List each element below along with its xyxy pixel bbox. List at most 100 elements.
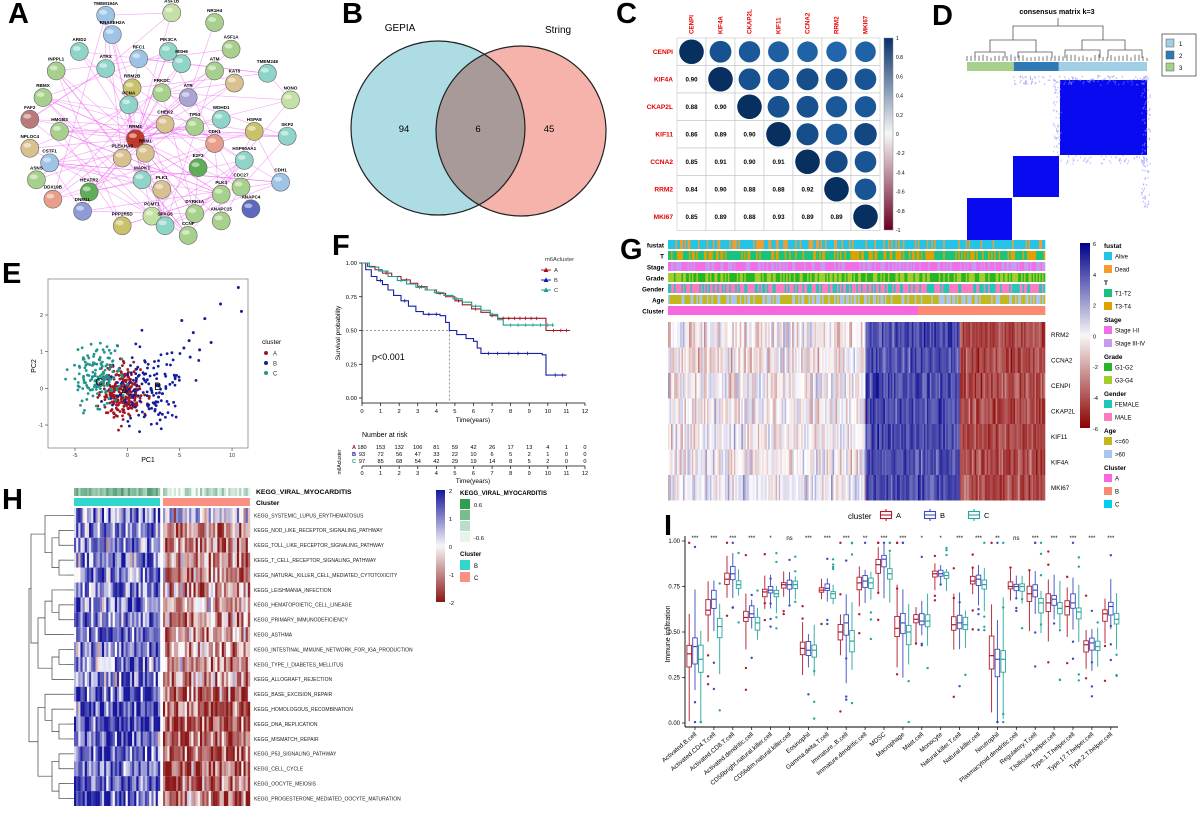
kegg-row	[74, 552, 251, 568]
svg-text:94: 94	[399, 124, 410, 135]
box-B	[692, 589, 698, 691]
annotation-track-Gender	[668, 284, 1046, 293]
box-A	[969, 567, 976, 595]
svg-text:CENPI: CENPI	[1051, 383, 1070, 390]
network-node: INPPL1	[46, 56, 66, 81]
kegg-row	[74, 612, 251, 628]
annotation-track-Age	[668, 295, 1046, 304]
box-C	[868, 571, 874, 600]
network-node: PLK3	[211, 180, 231, 204]
box-C	[754, 607, 761, 640]
svg-text:2: 2	[1179, 54, 1183, 60]
svg-text:2: 2	[398, 471, 401, 477]
network-node: TMEM248	[257, 59, 279, 83]
network-node: TP53	[185, 112, 205, 136]
svg-text:26: 26	[489, 445, 495, 451]
box-B	[1070, 577, 1076, 630]
panel-c-label: C	[616, 0, 637, 30]
svg-text:PCMT1: PCMT1	[144, 202, 160, 207]
kegg-row	[74, 731, 251, 747]
box-B	[730, 553, 736, 598]
svg-text:MKI67: MKI67	[654, 214, 674, 221]
svg-text:0.25: 0.25	[346, 362, 357, 368]
network-node: PRKDC	[152, 78, 172, 102]
svg-text:0.90: 0.90	[685, 76, 698, 83]
svg-text:47: 47	[415, 452, 421, 458]
kegg-row	[74, 716, 251, 732]
svg-text:KIF4A: KIF4A	[718, 16, 725, 34]
box-C	[1000, 597, 1006, 720]
svg-text:5: 5	[453, 409, 456, 415]
box-B	[956, 592, 963, 650]
box-C	[698, 630, 704, 722]
svg-text:TMEM248: TMEM248	[257, 59, 279, 64]
svg-text:A: A	[352, 445, 356, 451]
kegg-row	[74, 686, 251, 702]
svg-text:97: 97	[359, 459, 365, 465]
svg-text:0: 0	[40, 386, 43, 392]
svg-text:Grade: Grade	[646, 276, 665, 283]
svg-text:10: 10	[545, 471, 551, 477]
svg-text:0.90: 0.90	[743, 131, 756, 138]
box-B	[900, 589, 906, 678]
box-A	[1083, 630, 1089, 669]
network-node: HEATR2	[79, 177, 99, 202]
svg-text:4: 4	[435, 409, 439, 415]
box-A	[1026, 569, 1033, 632]
svg-text:33: 33	[433, 452, 439, 458]
svg-text:ATM: ATM	[210, 56, 220, 61]
svg-text:PLK1: PLK1	[156, 175, 168, 180]
svg-text:0.4: 0.4	[896, 94, 903, 100]
svg-text:MAPK1: MAPK1	[134, 165, 151, 170]
svg-text:7: 7	[490, 409, 493, 415]
panel-g-heatmap: fustatTStageGradeGenderAgeClusterRRM2CCN…	[642, 240, 1145, 521]
svg-text:ASF1B: ASF1B	[164, 0, 180, 3]
svg-text:Time(years): Time(years)	[456, 478, 490, 485]
box-B	[862, 569, 868, 603]
svg-text:72: 72	[377, 452, 383, 458]
heatmap-row-CENPI	[668, 373, 1046, 399]
svg-text:PLK3: PLK3	[215, 180, 227, 185]
network-node: ATRX	[96, 54, 115, 78]
viral-myocarditis-track	[74, 488, 251, 496]
network-node: CDH1	[271, 168, 290, 192]
kegg-row	[74, 746, 251, 762]
svg-text:KIF4A: KIF4A	[654, 77, 673, 84]
svg-text:3: 3	[416, 409, 419, 415]
box-A	[988, 604, 995, 713]
svg-text:11: 11	[563, 409, 569, 415]
svg-text:5: 5	[528, 459, 531, 465]
box-B	[748, 599, 755, 629]
svg-text:CENPI: CENPI	[653, 49, 673, 56]
kegg-row	[74, 567, 251, 583]
box-B	[786, 572, 793, 604]
kegg-row	[74, 671, 251, 687]
svg-text:10: 10	[545, 409, 551, 415]
svg-text:RRM2: RRM2	[834, 16, 841, 34]
svg-text:MKI67: MKI67	[863, 15, 870, 34]
svg-text:CKAP2L: CKAP2L	[747, 9, 754, 34]
kegg-row	[74, 537, 251, 553]
svg-text:0.92: 0.92	[801, 186, 814, 193]
box-B	[1089, 629, 1095, 671]
svg-text:PCNA: PCNA	[122, 90, 136, 95]
box-A	[686, 613, 692, 722]
network-node: FAF2	[20, 105, 40, 129]
cluster-track-C	[163, 498, 250, 506]
box-C	[962, 610, 969, 648]
svg-text:ASF1A: ASF1A	[224, 35, 240, 40]
svg-text:93: 93	[359, 452, 365, 458]
network-node: PLK1	[152, 175, 172, 199]
svg-text:NONO: NONO	[284, 85, 298, 90]
box-B	[824, 578, 831, 602]
svg-text:Age: Age	[652, 298, 664, 305]
svg-text:ATR: ATR	[184, 83, 194, 88]
svg-text:10: 10	[470, 452, 476, 458]
box-A	[837, 614, 844, 656]
svg-text:PC2: PC2	[31, 359, 38, 373]
svg-text:MSH6: MSH6	[175, 49, 188, 54]
box-C	[849, 602, 855, 670]
network-node: CHEK2	[155, 110, 175, 134]
